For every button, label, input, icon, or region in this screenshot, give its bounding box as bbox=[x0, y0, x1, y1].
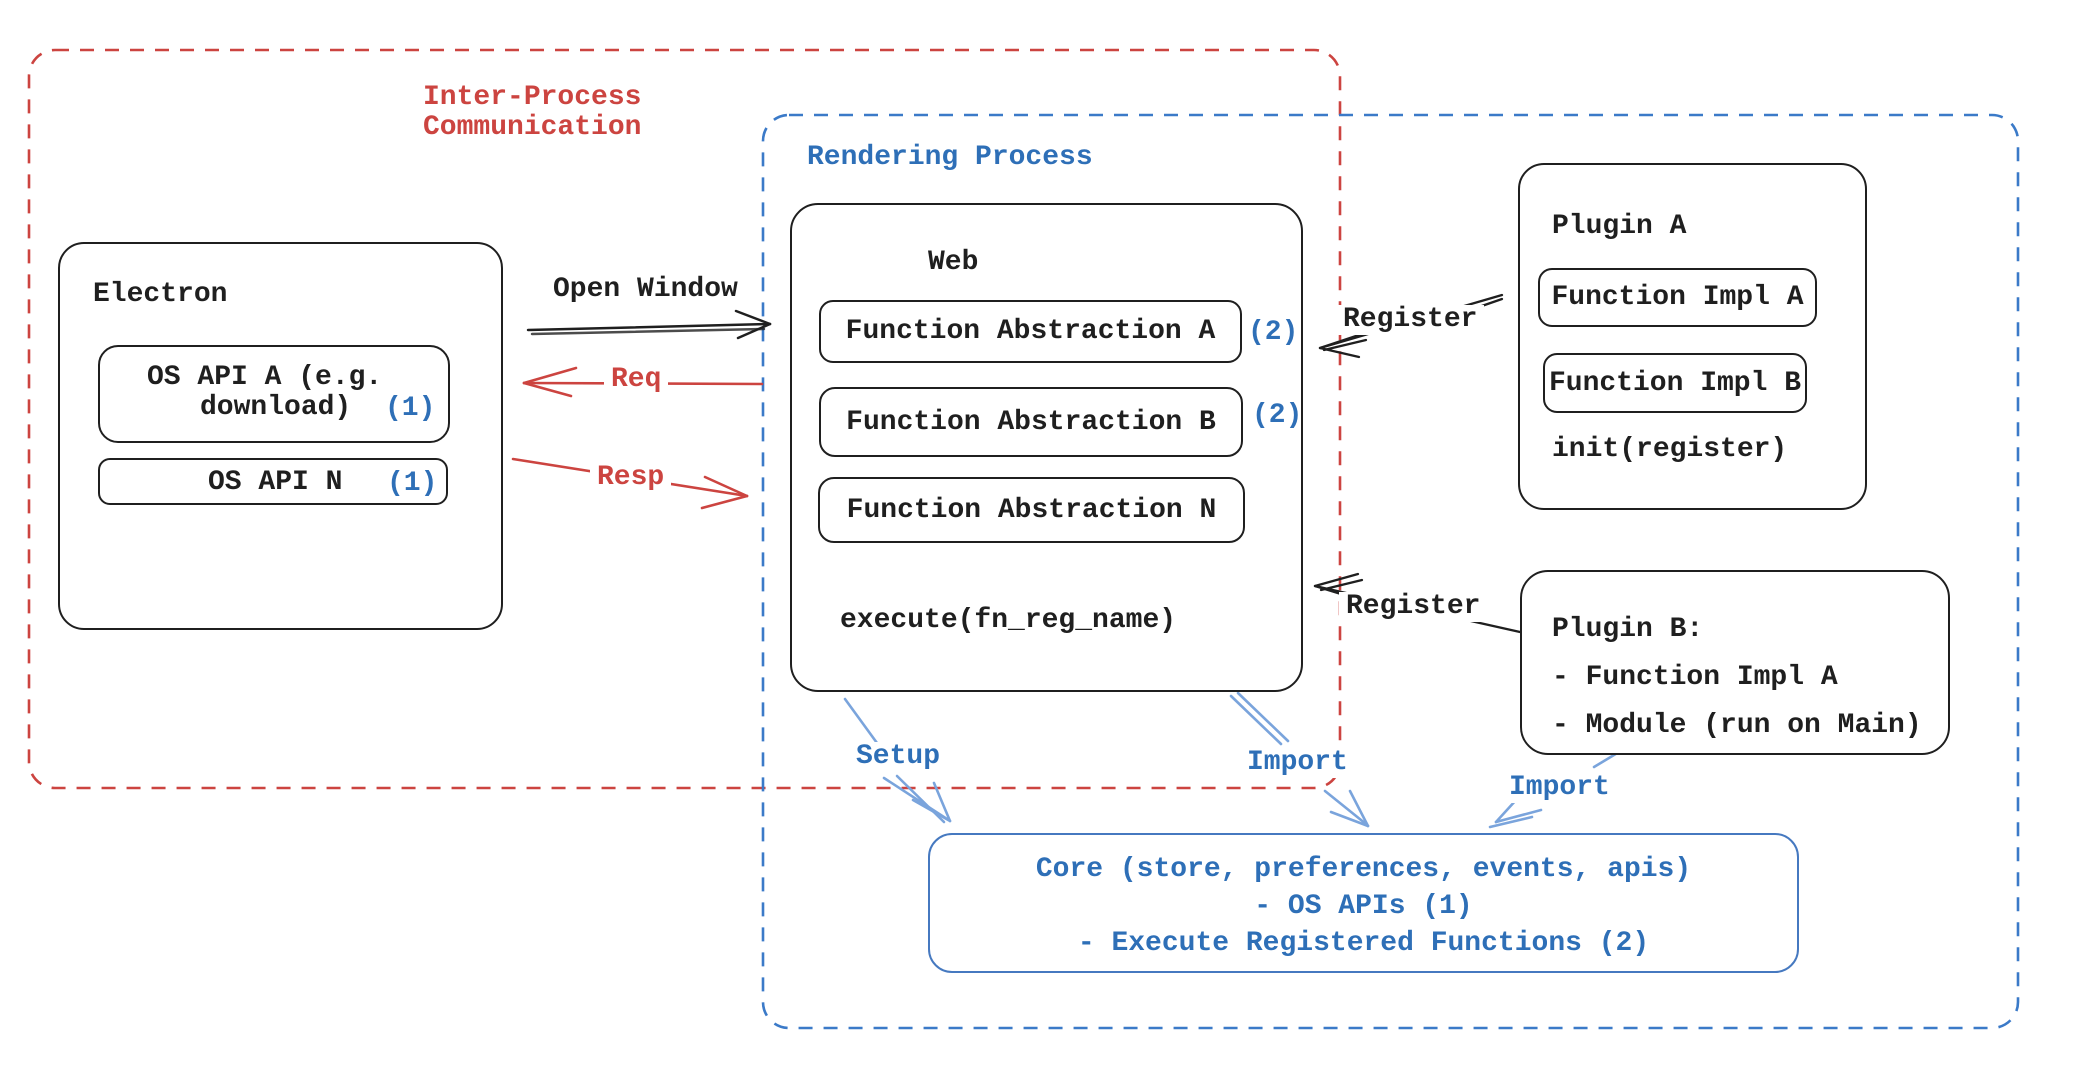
function-abstraction-b-marker: (2) bbox=[1252, 400, 1303, 431]
req-label: Req bbox=[604, 365, 669, 395]
function-abstraction-n-box: Function Abstraction N bbox=[818, 477, 1245, 543]
os-api-n-box bbox=[98, 458, 448, 505]
core-text: Core (store, preferences, events, apis) -… bbox=[928, 851, 1799, 962]
import-pluginb-label: Import bbox=[1502, 773, 1617, 803]
import-web-label: Import bbox=[1240, 748, 1355, 778]
function-impl-b-label: Function Impl B bbox=[1548, 367, 1802, 399]
setup-arrow bbox=[843, 697, 952, 824]
plugin-b-title: Plugin B: bbox=[1552, 614, 1704, 645]
setup-label: Setup bbox=[849, 742, 948, 772]
core-line-1: Core (store, preferences, events, apis) bbox=[1035, 854, 1692, 885]
resp-label: Resp bbox=[590, 463, 672, 493]
execute-label: execute(fn_reg_name) bbox=[840, 605, 1177, 636]
os-api-n-marker: (1) bbox=[387, 468, 438, 499]
plugin-a-box bbox=[1518, 163, 1867, 510]
core-line-2: - OS APIs (1) bbox=[1254, 891, 1473, 922]
plugin-b-box bbox=[1520, 570, 1950, 755]
function-abstraction-b-label: Function Abstraction B bbox=[846, 406, 1216, 438]
register-b-label: Register bbox=[1339, 592, 1488, 622]
function-abstraction-a-box: Function Abstraction A bbox=[819, 300, 1242, 363]
plugin-b-item-1: - Function Impl A bbox=[1552, 662, 1838, 693]
os-api-a-line2: download) bbox=[200, 392, 352, 423]
core-box bbox=[928, 833, 1799, 973]
ipc-group-border bbox=[27, 48, 1342, 790]
init-register-label: init(register) bbox=[1552, 434, 1788, 465]
function-abstraction-b-box: Function Abstraction B bbox=[819, 387, 1243, 457]
function-impl-a-box: Function Impl A bbox=[1538, 268, 1817, 327]
core-line-3: - Execute Registered Functions (2) bbox=[1077, 928, 1650, 959]
rendering-group-border bbox=[761, 113, 2020, 1030]
os-api-a-marker: (1) bbox=[385, 393, 436, 424]
rendering-group-label: Rendering Process bbox=[807, 142, 1093, 173]
os-api-a-box bbox=[98, 345, 450, 443]
function-abstraction-a-label: Function Abstraction A bbox=[845, 316, 1216, 347]
import-web-arrow bbox=[1229, 691, 1370, 828]
plugin-a-title: Plugin A bbox=[1552, 211, 1687, 242]
os-api-n-label: OS API N bbox=[208, 467, 343, 498]
open-window-label: Open Window bbox=[553, 274, 738, 305]
plugin-b-text: Plugin B: - Function Impl A - Module (run … bbox=[1552, 606, 1922, 750]
os-api-a-line1: OS API A (e.g. bbox=[147, 362, 383, 393]
function-impl-b-box: Function Impl B bbox=[1543, 353, 1807, 413]
function-abstraction-a-marker: (2) bbox=[1248, 317, 1299, 348]
open-window-arrow bbox=[526, 309, 772, 340]
web-title: Web bbox=[928, 247, 979, 278]
plugin-b-item-2: - Module (run on Main) bbox=[1552, 710, 1922, 741]
function-abstraction-n-label: Function Abstraction N bbox=[846, 494, 1217, 526]
function-impl-a-label: Function Impl A bbox=[1551, 282, 1804, 313]
register-a-label: Register bbox=[1336, 305, 1485, 335]
electron-title: Electron bbox=[93, 279, 228, 310]
